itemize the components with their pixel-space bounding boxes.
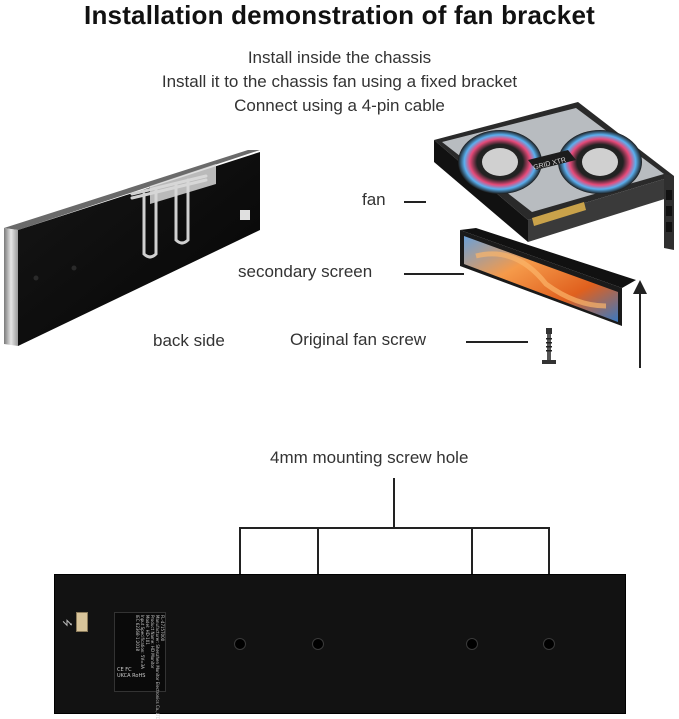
screw-hole bbox=[543, 638, 555, 650]
label-back-side: back side bbox=[153, 331, 225, 350]
screw-hole bbox=[234, 638, 246, 650]
callout-bar bbox=[239, 527, 550, 529]
label-mounting-hole: 4mm mounting screw hole bbox=[270, 448, 469, 467]
product-label: FL-4715T000 Manufacturer: Shenzhen Monit… bbox=[114, 612, 166, 719]
fan-icon bbox=[458, 130, 542, 194]
step-2: Install it to the chassis fan using a fi… bbox=[161, 72, 518, 91]
mark-ce: CE bbox=[117, 667, 124, 673]
mark-ukca: UKCA bbox=[117, 673, 131, 679]
leader-fan-screw bbox=[466, 341, 528, 343]
step-1: Install inside the chassis bbox=[247, 48, 432, 67]
screw-hole bbox=[466, 638, 478, 650]
step-3: Connect using a 4-pin cable bbox=[234, 96, 445, 115]
up-arrow-icon bbox=[633, 280, 647, 294]
usb-port-icon: ⭍ bbox=[63, 618, 74, 627]
leader-secondary-screen bbox=[404, 273, 464, 275]
page-title: Installation demonstration of fan bracke… bbox=[84, 0, 595, 30]
label-secondary-screen: secondary screen bbox=[238, 262, 373, 281]
mark-fc: FC bbox=[125, 667, 132, 673]
screw-icon bbox=[542, 328, 556, 364]
graphics-card: GRID XTR bbox=[434, 102, 674, 250]
fan-icon bbox=[558, 130, 642, 194]
mark-rohs: RoHS bbox=[132, 673, 146, 679]
callout-stem bbox=[393, 478, 395, 528]
back-panel-with-bracket bbox=[4, 150, 260, 346]
leader-fan bbox=[404, 201, 426, 203]
up-arrow-shaft bbox=[639, 290, 641, 368]
label-fan: fan bbox=[362, 190, 386, 209]
power-connector bbox=[76, 612, 88, 632]
label-original-fan-screw: Original fan screw bbox=[290, 330, 427, 349]
secondary-screen bbox=[460, 228, 636, 326]
screw-hole bbox=[312, 638, 324, 650]
